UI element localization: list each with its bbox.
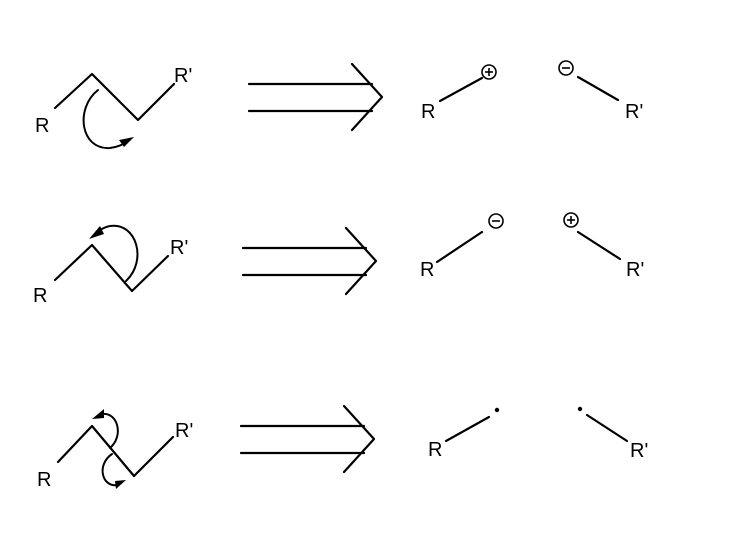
retrosynthetic-double-arrow-icon <box>241 226 378 296</box>
curved-arrow-icon <box>89 224 139 282</box>
row-3-bond-chain <box>56 424 175 478</box>
row-2-bond-chain <box>53 243 170 293</box>
row-2-product-left-label: R <box>420 259 434 281</box>
retrosynthetic-double-arrow-icon <box>247 62 384 132</box>
row-1-substrate-right-label: R' <box>174 65 192 87</box>
row-3-products: R R' <box>428 406 648 462</box>
row-2-retrosynthetic-arrow <box>241 226 378 296</box>
row-3-substrate-right-label: R' <box>175 420 193 442</box>
row-3-substrate-left-label: R <box>37 469 51 491</box>
row-2-substrate-right-label: R' <box>170 237 188 259</box>
row-1-product-left-label: R <box>421 101 435 123</box>
row-1-substrate: R R' <box>35 65 192 150</box>
curved-arrow-icon <box>82 89 134 150</box>
positive-charge-icon <box>563 212 579 228</box>
row-3-product-left-label: R <box>428 439 442 461</box>
row-3-retrosynthetic-arrow <box>239 404 376 474</box>
row-3-left-fragment-bond <box>444 415 491 443</box>
radical-dot-icon <box>494 407 500 413</box>
fishhook-arrow-icon <box>92 409 119 449</box>
positive-charge-icon <box>481 64 497 80</box>
retrosynthetic-double-arrow-icon <box>239 404 376 474</box>
negative-charge-icon <box>488 213 504 229</box>
row-2-left-fragment-bond <box>435 230 484 264</box>
row-3-product-right-label: R' <box>630 440 648 462</box>
row-1-substrate-left-label: R <box>35 115 49 137</box>
row-1-retrosynthetic-arrow <box>247 62 384 132</box>
radical-dot-icon <box>577 406 583 412</box>
row-3-right-fragment-bond <box>585 413 629 443</box>
fishhook-arrow-icon <box>101 453 126 489</box>
row-3-substrate: R R' <box>37 409 193 491</box>
row-2-substrate: R R' <box>33 224 188 307</box>
row-2-right-fragment-bond <box>576 230 622 261</box>
row-1-bond-chain <box>53 72 176 122</box>
row-1-left-fragment-bond <box>438 76 484 103</box>
negative-charge-icon <box>558 60 574 76</box>
row-1-products: R R' <box>421 60 643 123</box>
row-2-substrate-left-label: R <box>33 285 47 307</box>
row-2-products: R R' <box>420 212 644 281</box>
row-2-product-right-label: R' <box>626 259 644 281</box>
row-1-right-fragment-bond <box>576 75 620 102</box>
row-1-product-right-label: R' <box>625 101 643 123</box>
